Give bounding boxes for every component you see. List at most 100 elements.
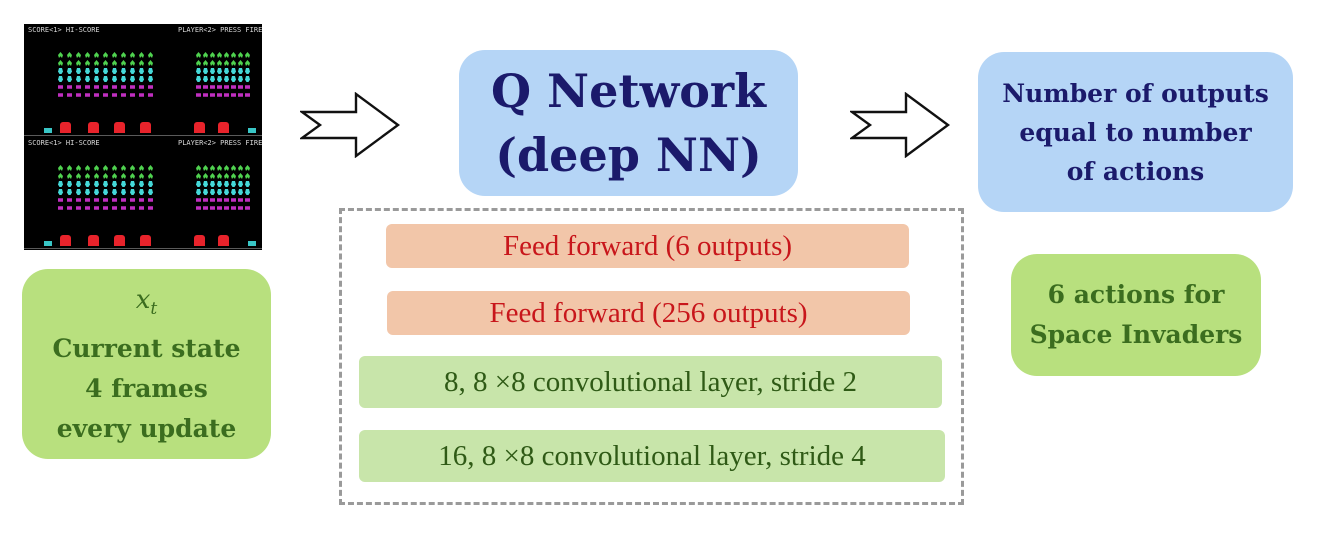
alien-icon <box>139 206 144 210</box>
alien-icon <box>85 85 90 89</box>
alien-icon <box>76 52 81 58</box>
alien-icon <box>121 68 126 74</box>
alien-icon <box>112 85 117 89</box>
arrow-right-icon <box>300 92 401 158</box>
alien-icon <box>58 173 63 179</box>
alien-icon <box>94 52 99 58</box>
actions-box: 6 actions for Space Invaders <box>1011 254 1261 376</box>
alien-icon <box>210 173 215 179</box>
bunker-icon <box>218 235 229 246</box>
alien-icon <box>67 206 72 210</box>
alien-icon <box>238 85 243 89</box>
alien-icon <box>58 189 63 195</box>
alien-icon <box>112 68 117 74</box>
alien-icon <box>224 181 229 187</box>
alien-icon <box>112 173 117 179</box>
alien-icon <box>67 93 72 97</box>
q-network-title: Q Network <box>490 64 767 118</box>
alien-icon <box>58 206 63 210</box>
alien-icon <box>210 52 215 58</box>
alien-icon <box>121 181 126 187</box>
alien-icon <box>245 198 250 202</box>
alien-icon <box>130 68 135 74</box>
alien-icon <box>103 52 108 58</box>
frame-ground-line <box>174 248 262 249</box>
current-state-box: xt Current state 4 frames every update <box>22 269 271 459</box>
layer-conv-8: 8, 8 ×8 convolutional layer, stride 2 <box>359 356 942 408</box>
alien-icon <box>217 60 222 66</box>
game-frame-1: SCORE<1> HI-SCORE <box>24 24 174 137</box>
alien-icon <box>196 85 201 89</box>
alien-icon <box>245 60 250 66</box>
alien-icon <box>238 181 243 187</box>
outputs-line-3: of actions <box>1066 156 1205 186</box>
arrow-right-icon <box>850 92 951 158</box>
alien-icon <box>148 189 153 195</box>
frame-score-header: SCORE<1> HI-SCORE <box>28 139 100 147</box>
q-network-subtitle: (deep NN) <box>495 128 762 182</box>
alien-icon <box>76 198 81 202</box>
alien-icon <box>139 181 144 187</box>
bunker-icon <box>140 235 151 246</box>
alien-icon <box>76 189 81 195</box>
alien-icon <box>121 76 126 82</box>
alien-icon <box>203 60 208 66</box>
alien-icon <box>210 189 215 195</box>
alien-icon <box>210 165 215 171</box>
alien-icon <box>94 165 99 171</box>
alien-icon <box>224 189 229 195</box>
alien-icon <box>224 165 229 171</box>
alien-icon <box>196 173 201 179</box>
alien-icon <box>196 181 201 187</box>
alien-icon <box>231 76 236 82</box>
alien-icon <box>112 165 117 171</box>
alien-icon <box>210 181 215 187</box>
player-cannon-icon <box>44 128 52 133</box>
alien-icon <box>245 93 250 97</box>
alien-icon <box>139 60 144 66</box>
bunker-icon <box>140 122 151 133</box>
alien-icon <box>94 60 99 66</box>
alien-icon <box>245 189 250 195</box>
alien-icon <box>85 181 90 187</box>
alien-icon <box>121 173 126 179</box>
bunker-icon <box>218 122 229 133</box>
alien-icon <box>67 181 72 187</box>
outputs-line-1: Number of outputs <box>1002 78 1269 108</box>
alien-icon <box>58 68 63 74</box>
alien-icon <box>94 68 99 74</box>
alien-icon <box>130 85 135 89</box>
alien-icon <box>224 173 229 179</box>
alien-icon <box>203 173 208 179</box>
alien-icon <box>94 181 99 187</box>
alien-icon <box>203 52 208 58</box>
alien-icon <box>139 68 144 74</box>
alien-icon <box>217 93 222 97</box>
bunker-icon <box>114 122 125 133</box>
alien-icon <box>224 206 229 210</box>
alien-icon <box>238 60 243 66</box>
alien-icon <box>139 93 144 97</box>
alien-icon <box>121 93 126 97</box>
alien-icon <box>238 52 243 58</box>
bunker-icon <box>60 122 71 133</box>
alien-icon <box>121 85 126 89</box>
alien-icon <box>148 181 153 187</box>
actions-line-1: 6 actions for <box>1047 280 1225 309</box>
alien-icon <box>245 173 250 179</box>
alien-icon <box>85 206 90 210</box>
alien-icon <box>130 60 135 66</box>
alien-icon <box>217 181 222 187</box>
alien-icon <box>76 165 81 171</box>
bunker-icon <box>194 122 205 133</box>
alien-icon <box>245 85 250 89</box>
bunker-icon <box>88 235 99 246</box>
alien-icon <box>245 68 250 74</box>
alien-icon <box>238 76 243 82</box>
alien-icon <box>210 198 215 202</box>
alien-icon <box>231 206 236 210</box>
alien-icon <box>238 189 243 195</box>
alien-icon <box>217 52 222 58</box>
alien-icon <box>203 93 208 97</box>
alien-icon <box>85 68 90 74</box>
